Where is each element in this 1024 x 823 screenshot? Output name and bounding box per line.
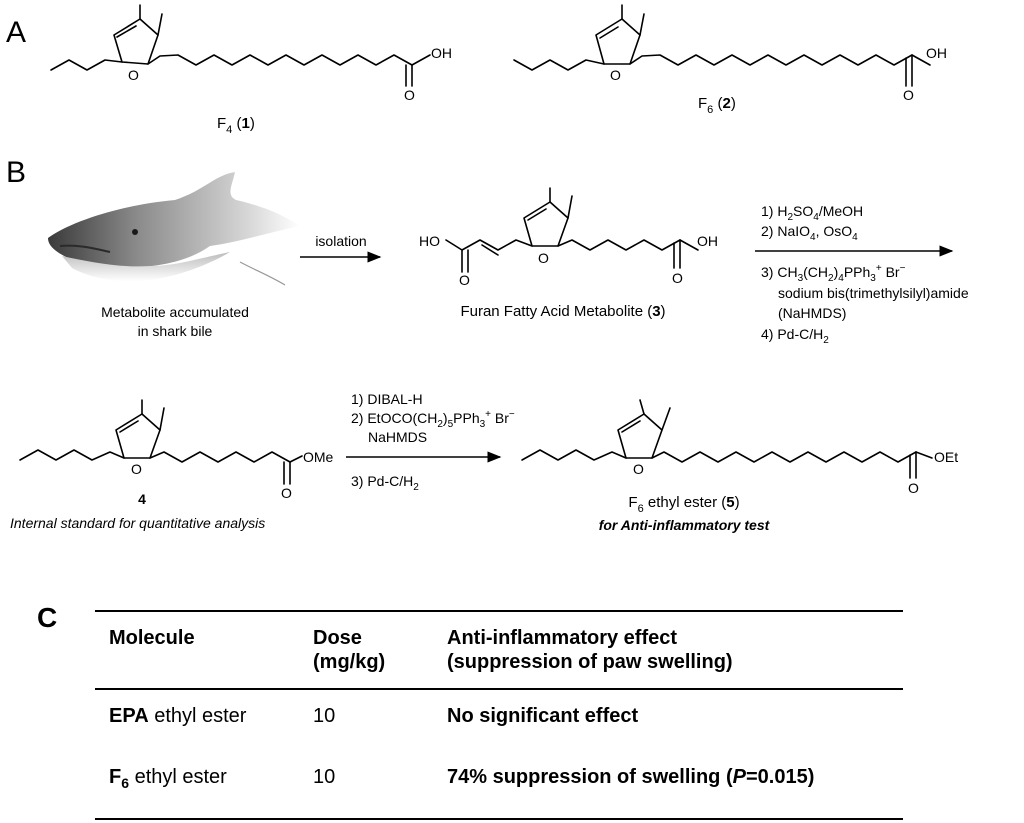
- f6-oh-label: OH: [926, 45, 947, 61]
- shark-caption-line2: in shark bile: [138, 323, 213, 339]
- conditions2-step1: 1) DIBAL-H: [351, 391, 423, 407]
- row1-molecule: EPA ethyl ester: [109, 705, 247, 727]
- f6-carbonyl-o: O: [903, 87, 914, 103]
- panel-c-label: C: [37, 602, 58, 633]
- panel-a-label: A: [6, 16, 26, 49]
- compound-4-caption: Internal standard for quantitative analy…: [10, 515, 265, 531]
- s4-carbonyl-o: O: [281, 485, 292, 501]
- m3-carbonyl-o2: O: [672, 270, 683, 286]
- isolation-label: isolation: [315, 233, 366, 249]
- conditions1-step2: 2) NaIO4, OsO4: [761, 223, 858, 243]
- table-bottom-rule: [95, 818, 903, 820]
- structure-f6-ethyl-ester: O OEt O: [521, 399, 958, 496]
- conditions1-step1: 1) H2SO4/MeOH: [761, 203, 863, 223]
- conditions2-base: NaHMDS: [368, 429, 427, 445]
- table-header-rule: [95, 688, 903, 690]
- shark-caption-line1: Metabolite accumulated: [101, 304, 249, 320]
- row1-effect: No significant effect: [447, 705, 639, 727]
- compound-3-label: Furan Fatty Acid Metabolite (3): [460, 303, 665, 320]
- col-header-dose: Dose: [313, 627, 362, 649]
- f4-ring-o: O: [128, 67, 139, 83]
- compound-5-caption: for Anti-inflammatory test: [599, 517, 771, 533]
- f4-carbonyl-o: O: [404, 87, 415, 103]
- compound-1-label: F4 (1): [217, 115, 255, 136]
- structure-metabolite: HO O O OH O: [419, 187, 718, 288]
- m3-ring-o: O: [538, 250, 549, 266]
- conditions1-step4: 4) Pd-C/H2: [761, 326, 829, 346]
- row2-dose: 10: [313, 766, 336, 788]
- f6-ring-o: O: [610, 67, 621, 83]
- compound-4-label: 4: [138, 491, 146, 507]
- e5-carbonyl-o: O: [908, 480, 919, 496]
- structure-f4: OH O O: [50, 4, 452, 103]
- structure-internal-standard: O OMe O: [19, 399, 334, 501]
- col-header-effect-detail: (suppression of paw swelling): [447, 651, 733, 673]
- f4-oh-label: OH: [431, 45, 452, 61]
- structure-f6: OH O O: [513, 4, 947, 103]
- e5-oet-label: OEt: [934, 449, 958, 465]
- e5-ring-o: O: [633, 461, 644, 477]
- m3-ho-label: HO: [419, 233, 440, 249]
- shark-image: [48, 172, 300, 286]
- row1-dose: 10: [313, 705, 336, 727]
- col-header-molecule: Molecule: [109, 627, 195, 649]
- compound-2-label: F6 (2): [698, 95, 736, 116]
- col-header-effect: Anti-inflammatory effect: [447, 627, 678, 649]
- table-top-rule: [95, 610, 903, 612]
- row2-molecule: F6 ethyl ester: [109, 766, 227, 791]
- s4-ring-o: O: [131, 461, 142, 477]
- compound-5-label: F6 ethyl ester (5): [628, 494, 739, 515]
- conditions1-step3: 3) CH3(CH2)4PPh3+ Br−: [761, 263, 906, 284]
- col-header-dose-unit: (mg/kg): [313, 651, 386, 673]
- panel-b-label: B: [6, 156, 26, 189]
- s4-ome-label: OMe: [303, 449, 334, 465]
- conditions2-step3: 3) Pd-C/H2: [351, 473, 419, 493]
- m3-carbonyl-o1: O: [459, 272, 470, 288]
- conditions2-step2: 2) EtOCO(CH2)5PPh3+ Br−: [351, 409, 515, 430]
- row2-effect: 74% suppression of swelling (P=0.015): [447, 766, 815, 788]
- conditions1-base: sodium bis(trimethylsilyl)amide: [778, 285, 969, 301]
- conditions1-base-abbrev: (NaHMDS): [778, 305, 846, 321]
- m3-oh-label: OH: [697, 233, 718, 249]
